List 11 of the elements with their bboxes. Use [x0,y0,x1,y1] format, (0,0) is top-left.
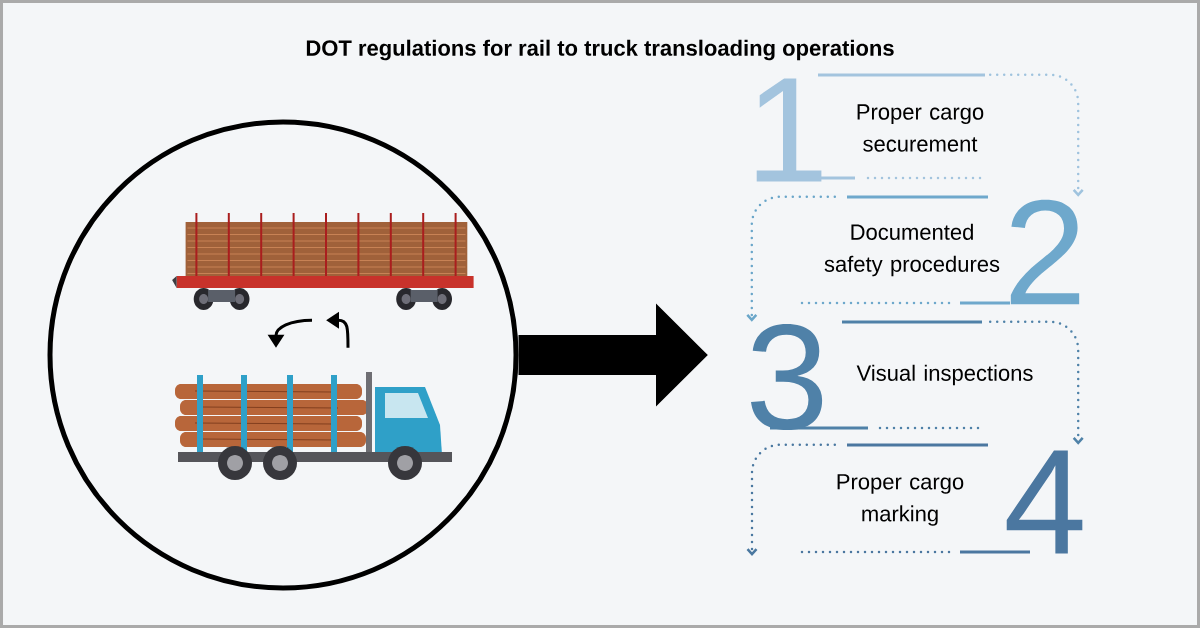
circle-frame [47,119,519,591]
arrow [746,195,837,322]
step-box: 1 Proper cargo securement [756,73,987,182]
step-box: 3 Visual inspections [751,320,1033,431]
truck-drawing [175,372,452,480]
title: DOT regulations for rail to truck transloading operations [306,39,894,61]
arrow [988,320,1084,445]
arrow [746,443,837,556]
railcar-drawing [172,212,474,310]
step-box: Proper cargo marking 4 [800,443,1083,554]
arrow [988,73,1084,197]
